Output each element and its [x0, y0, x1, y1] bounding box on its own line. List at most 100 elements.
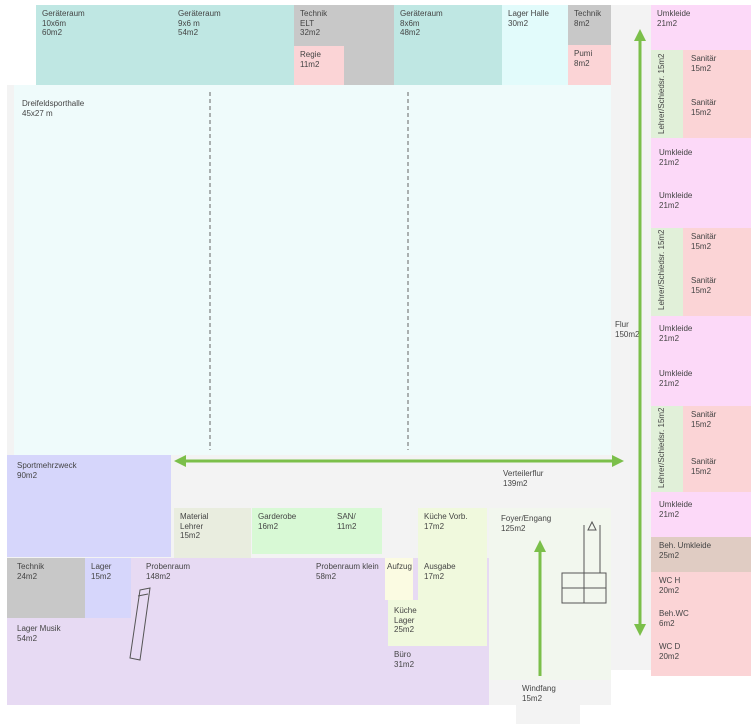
- room-area: 15m2: [91, 571, 112, 581]
- room-name: Lehrer/Schiedsr.: [657, 75, 666, 134]
- room-name: Geräteraum 10x6m: [42, 9, 85, 28]
- room-probenraum-klein: Probenraum klein 58m2: [310, 558, 386, 598]
- room-name: Dreifeldsporthalle: [22, 99, 85, 108]
- room-name: Sportmehrzweck: [17, 461, 77, 470]
- room-beh-wc: Beh.WC 6m2: [651, 605, 751, 638]
- room-area: 15m2: [522, 693, 543, 703]
- room-area: 15m2: [691, 285, 712, 295]
- room-area: 45x27 m: [22, 108, 53, 118]
- room-name: Umkleide: [659, 324, 693, 333]
- room-name: Aufzug: [387, 562, 412, 571]
- room-buero: Büro 31m2: [388, 646, 488, 676]
- vertical-label: Lehrer/Schiedsr. 15m2: [657, 53, 667, 134]
- room-area: 21m2: [659, 509, 680, 519]
- room-sanitaer-2b: Sanitär 15m2: [683, 272, 751, 316]
- room-area: 15m2: [691, 419, 712, 429]
- room-area: 15m2: [657, 229, 666, 250]
- room-regie: Regie 11m2: [294, 46, 344, 85]
- room-name: Foyer/Engang: [501, 514, 552, 523]
- room-umkleide-1: Umkleide 21m2: [651, 5, 751, 50]
- room-name: Sanitär: [691, 232, 717, 241]
- room-lehrer-2: Lehrer/Schiedsr. 15m2: [651, 228, 683, 316]
- room-area: 17m2: [424, 521, 445, 531]
- room-beh-umkleide: Beh. Umkleide 25m2: [651, 537, 751, 572]
- room-name: Windfang: [522, 684, 556, 693]
- room-verteilerflur: Verteilerflur 139m2: [497, 465, 607, 495]
- room-umkleide-3: Umkleide 21m2: [651, 183, 751, 228]
- room-area: 21m2: [657, 18, 678, 28]
- room-area: 21m2: [659, 200, 680, 210]
- room-geraeteraum-2: Geräteraum 9x6 m 54m2: [172, 5, 294, 85]
- room-area: 15m2: [691, 466, 712, 476]
- room-umkleide-5: Umkleide 21m2: [651, 361, 751, 406]
- room-kueche-vorb: Küche Vorb. 17m2: [418, 508, 487, 556]
- room-name: Küche Vorb.: [424, 512, 468, 521]
- room-area: 15m2: [691, 63, 712, 73]
- room-name: Flur: [615, 320, 629, 329]
- room-area: 48m2: [400, 28, 421, 38]
- room-foyer: Foyer/Engang 125m2: [489, 508, 611, 680]
- room-sanitaer-1a: Sanitär 15m2: [683, 50, 751, 94]
- room-name: Garderobe: [258, 512, 297, 521]
- vertical-label: Lehrer/Schiedsr. 15m2: [657, 407, 667, 488]
- room-geraeteraum-1: Geräteraum 10x6m 60m2: [36, 5, 172, 85]
- room-area: 60m2: [42, 28, 63, 38]
- room-sanitaer-2a: Sanitär 15m2: [683, 228, 751, 272]
- room-area: 20m2: [659, 585, 680, 595]
- room-area: 139m2: [503, 478, 528, 488]
- room-area: 25m2: [394, 625, 415, 635]
- room-name: Sanitär: [691, 54, 717, 63]
- room-kueche-lager: Küche Lager 25m2: [388, 600, 418, 646]
- room-area: 25m2: [659, 550, 680, 560]
- room-area: 58m2: [316, 571, 337, 581]
- room-name: Sanitär: [691, 276, 717, 285]
- room-area: 15m2: [691, 107, 712, 117]
- room-name: Geräteraum 8x6m: [400, 9, 443, 28]
- room-area: 15m2: [657, 407, 666, 428]
- room-technik-24: Technik 24m2: [7, 558, 85, 618]
- room-area: 24m2: [17, 571, 38, 581]
- room-area: 15m2: [180, 531, 201, 541]
- room-name: Lehrer/Schiedsr.: [657, 251, 666, 310]
- room-name: Geräteraum 9x6 m: [178, 9, 221, 28]
- room-area: 6m2: [659, 618, 675, 628]
- room-name: Regie: [300, 50, 321, 59]
- room-lager-halle: Lager Halle 30m2: [502, 5, 568, 85]
- room-umkleide-2: Umkleide 21m2: [651, 138, 751, 183]
- room-name: Umkleide: [659, 148, 693, 157]
- room-wc-d: WC D 20m2: [651, 638, 751, 676]
- room-lehrer-3: Lehrer/Schiedsr. 15m2: [651, 406, 683, 492]
- room-name: Probenraum klein: [316, 562, 379, 571]
- room-area: 16m2: [258, 521, 279, 531]
- room-area: 32m2: [300, 28, 321, 38]
- room-area: 125m2: [501, 523, 526, 533]
- room-dreifeldsporthalle: Dreifeldsporthalle 45x27 m: [14, 85, 611, 455]
- room-name: SAN/: [337, 512, 356, 521]
- room-name: Umkleide: [659, 191, 693, 200]
- room-name: Beh. Umkleide: [659, 541, 712, 550]
- room-name: Pumi: [574, 49, 593, 58]
- room-technik-8: Technik 8m2: [568, 5, 611, 45]
- room-name: Lager Halle: [508, 9, 549, 18]
- room-pumi: Pumi 8m2: [568, 45, 611, 85]
- room-name: Sanitär: [691, 410, 717, 419]
- room-area: 21m2: [659, 157, 680, 167]
- room-name: Probenraum: [146, 562, 191, 571]
- room-name: WC H: [659, 576, 681, 585]
- room-lager-15: Lager 15m2: [85, 558, 131, 618]
- room-name: Sanitär: [691, 457, 717, 466]
- room-name: Umkleide: [659, 369, 693, 378]
- vertical-label: Lehrer/Schiedsr. 15m2: [657, 229, 667, 310]
- room-area: 8m2: [574, 58, 590, 68]
- room-name: Umkleide: [659, 500, 693, 509]
- room-name: Ausgabe: [424, 562, 456, 571]
- room-area: 17m2: [424, 571, 445, 581]
- room-name: Lager: [91, 562, 112, 571]
- room-area: 150m2: [615, 329, 640, 339]
- room-wc-h: WC H 20m2: [651, 572, 751, 605]
- room-name: Beh.WC: [659, 609, 689, 618]
- room-area: 15m2: [657, 53, 666, 74]
- room-name: Sanitär: [691, 98, 717, 107]
- room-umkleide-6: Umkleide 21m2: [651, 492, 751, 537]
- room-sportmehrzweck: Sportmehrzweck 90m2: [7, 455, 171, 557]
